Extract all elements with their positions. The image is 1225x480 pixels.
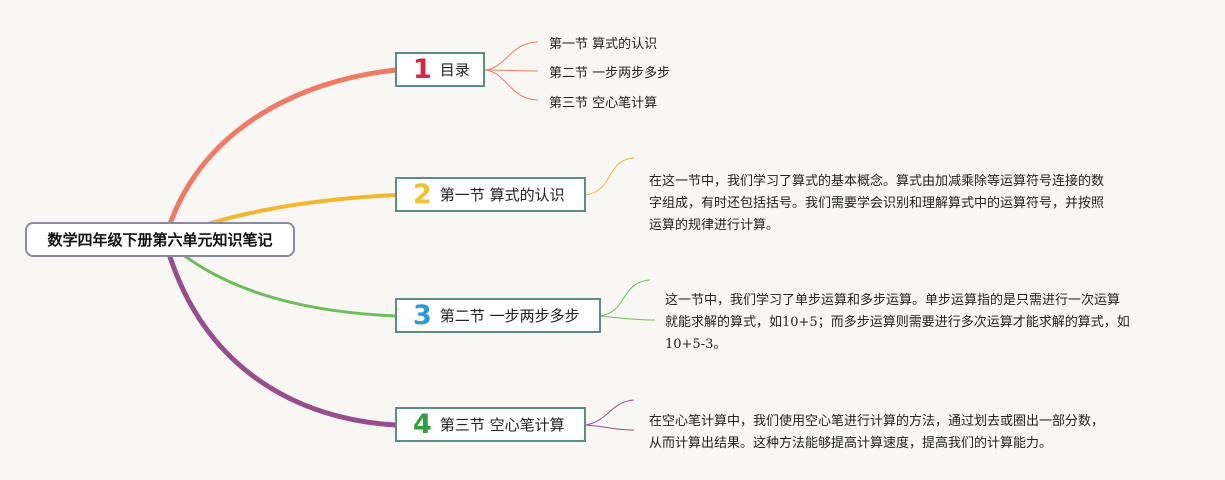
branch-number-2: 2 [413, 179, 432, 210]
description-4: 在空心笔计算中，我们使用空心笔进行计算的方法，通过划去或圈出一部分数， 从而计算… [649, 411, 1104, 455]
leaf-item-2[interactable]: 第二节 一步两步多步 [549, 66, 671, 81]
branch-title-4: 第三节 空心笔计算 [439, 416, 565, 434]
description-2-line-1: 在这一节中，我们学习了算式的基本概念。算式由加减乘除等运算符号连接的数 [649, 174, 1105, 189]
description-2-line-3: 运算的规律进行计算。 [649, 218, 780, 233]
desc-connector-3 [599, 279, 651, 317]
branch-1-connector [162, 67, 399, 243]
root-node[interactable]: 数学四年级下册第六单元知识笔记 [25, 222, 295, 257]
description-3-line-1: 这一节中，我们学习了单步运算和多步运算。单步运算指的是只需进行一次运算 [665, 293, 1121, 308]
branch-node-3[interactable]: 3 第二节 一步两步多步 [395, 298, 601, 333]
branch-number-1: 1 [413, 54, 432, 85]
branch-title-3: 第二节 一步两步多步 [439, 307, 580, 325]
leaf-item-1[interactable]: 第一节 算式的认识 [549, 37, 658, 52]
description-3-line-3: 10+5-3。 [665, 337, 727, 352]
desc-connector-4 [585, 399, 635, 426]
branch-node-2[interactable]: 2 第一节 算式的认识 [395, 177, 586, 212]
description-4-line-1: 在空心笔计算中，我们使用空心笔进行计算的方法，通过划去或圈出一部分数， [649, 414, 1105, 429]
leaf-item-3[interactable]: 第三节 空心笔计算 [549, 96, 658, 111]
branch-3-connector [163, 238, 398, 318]
branch-number-3: 3 [413, 300, 432, 331]
desc-connector-2 [585, 157, 635, 196]
desc-connector-4b [585, 424, 635, 431]
leaf-connector-2 [483, 69, 539, 72]
root-title: 数学四年级下册第六单元知识笔记 [47, 231, 273, 249]
branch-4-connector [162, 237, 399, 428]
description-3-line-2: 就能求解的算式，如10+5；而多步运算则需要进行多次运算才能求解的算式，如 [665, 315, 1130, 330]
branch-title-1: 目录 [439, 61, 470, 79]
branch-title-2: 第一节 算式的认识 [439, 186, 565, 204]
branch-number-4: 4 [413, 409, 432, 440]
description-2: 在这一节中，我们学习了算式的基本概念。算式由加减乘除等运算符号连接的数 字组成，… [649, 171, 1104, 237]
leaf-connector-3 [483, 69, 539, 101]
branch-node-4[interactable]: 4 第三节 空心笔计算 [395, 407, 586, 442]
description-2-line-2: 字组成，有时还包括括号。我们需要学会识别和理解算式中的运算符号，并按照 [649, 196, 1105, 211]
leaf-connector-1 [483, 41, 539, 71]
description-3: 这一节中，我们学习了单步运算和多步运算。单步运算指的是只需进行一次运算 就能求解… [665, 290, 1130, 356]
desc-connector-3b [599, 315, 656, 321]
branch-node-1[interactable]: 1 目录 [395, 52, 485, 87]
description-4-line-2: 从而计算出结果。这种方法能够提高计算速度，提高我们的计算能力。 [649, 436, 1053, 451]
